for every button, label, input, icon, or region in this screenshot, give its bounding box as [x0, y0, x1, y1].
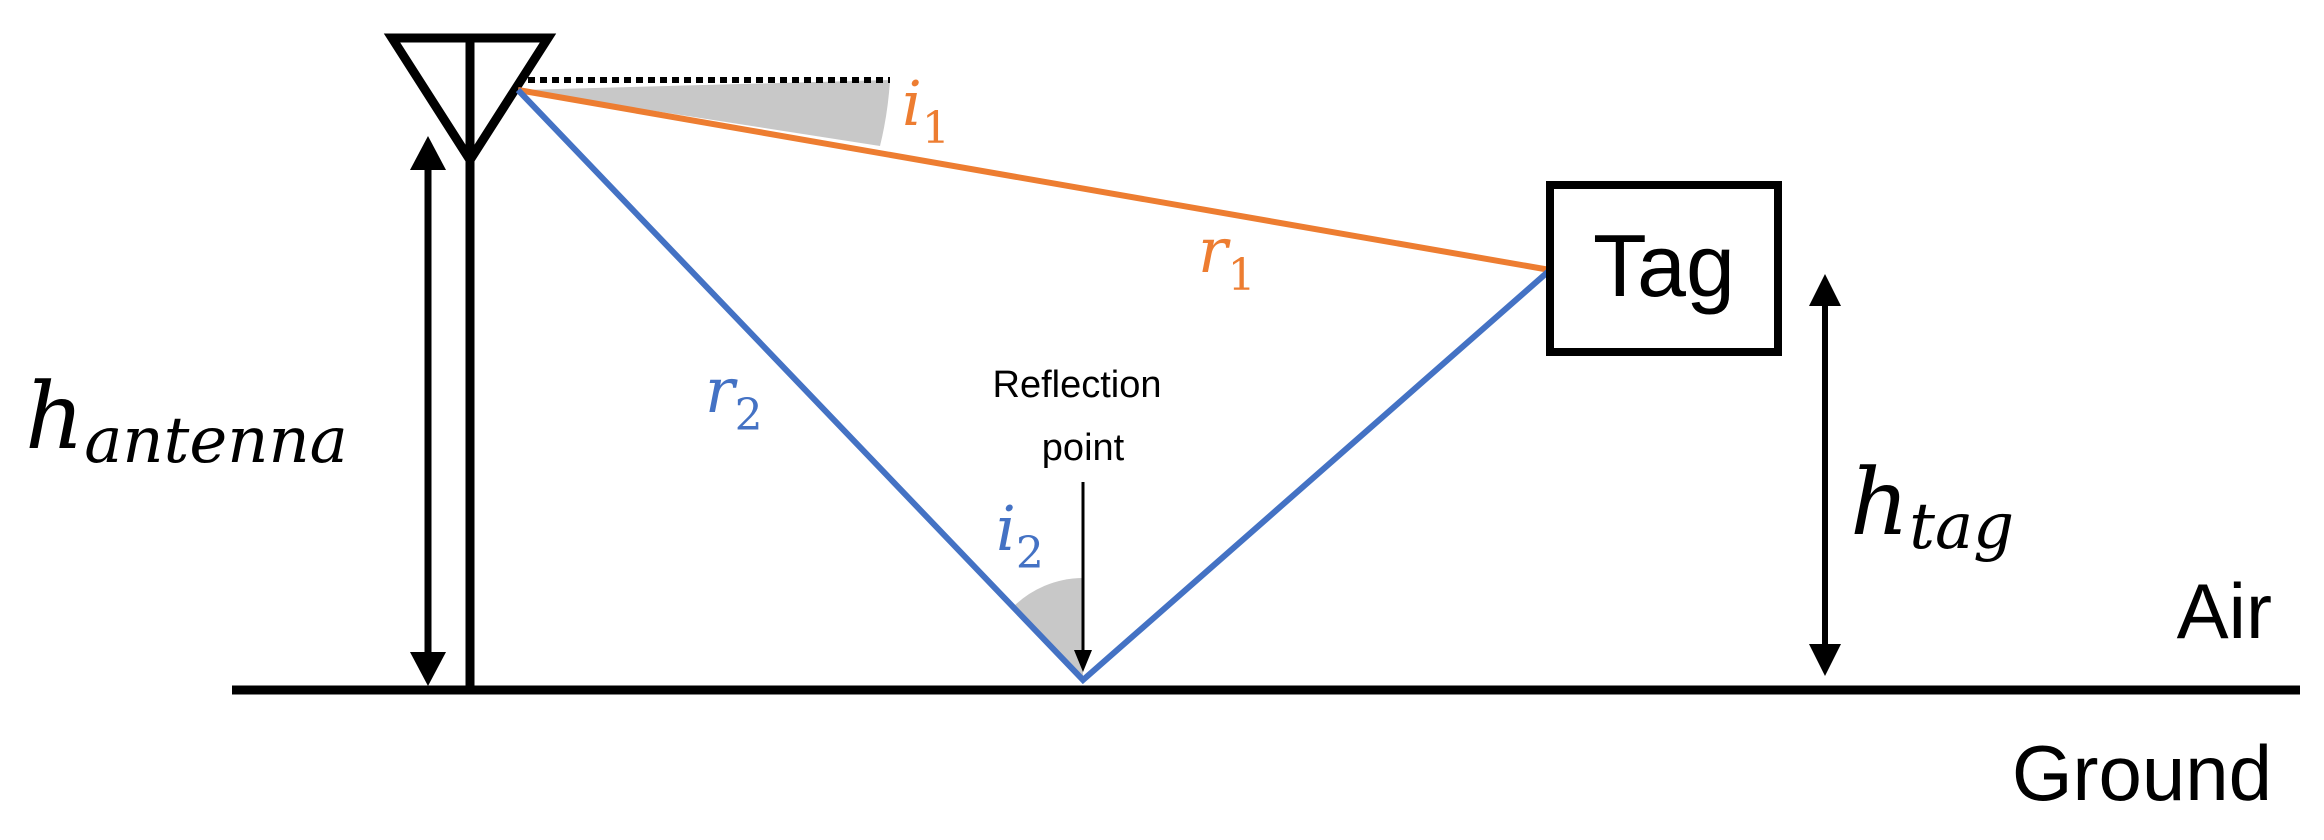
r2-label: r2 [705, 354, 763, 441]
direct-path-r1 [517, 87, 1551, 273]
tag-box [1546, 181, 1782, 356]
tag-height-arrow [1809, 274, 1841, 676]
r1-label: r1 [1198, 214, 1256, 301]
reflection-point-arrow [1074, 482, 1092, 672]
reflected-path-r2 [515, 87, 1552, 685]
reflection-point-label-line1: Reflection [993, 364, 1162, 406]
air-label: Air [2177, 567, 2272, 655]
ground-label: Ground [2012, 729, 2272, 817]
angle-i2-wedge [1012, 578, 1083, 680]
antenna-height-label: hantenna [25, 363, 348, 478]
i1-label: i1 [902, 67, 950, 154]
reflection-point-label-line2: point [1042, 427, 1125, 469]
tag-label: Tag [1593, 216, 1735, 315]
antenna-icon [383, 33, 557, 690]
angle-i1-wedge [520, 80, 890, 146]
antenna-height-arrow [410, 136, 446, 686]
i2-label: i2 [996, 492, 1044, 579]
tag-height-label: htag [1850, 449, 2014, 564]
